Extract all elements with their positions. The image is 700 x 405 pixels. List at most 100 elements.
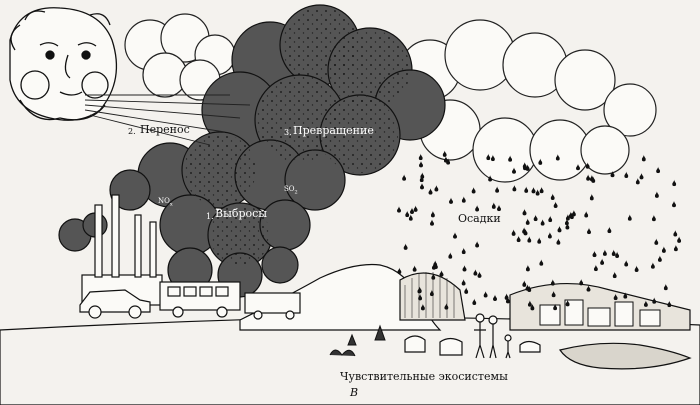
- rain-drop: [553, 201, 558, 209]
- rain-drop: [419, 160, 423, 168]
- rain-drop: [495, 186, 500, 193]
- rain-drop: [615, 251, 620, 259]
- rain-drop: [405, 210, 410, 218]
- rain-drop: [571, 209, 576, 217]
- rain-drop: [611, 249, 616, 257]
- rain-drop: [589, 193, 594, 201]
- rain-drop: [661, 246, 666, 253]
- rain-drop: [428, 187, 433, 195]
- rain-drop: [420, 182, 424, 190]
- rain-drop: [512, 184, 517, 192]
- rain-drop: [524, 186, 529, 193]
- rain-drop: [413, 205, 418, 212]
- rain-drop: [473, 268, 478, 276]
- rain-drop: [627, 214, 632, 221]
- rain-drop: [453, 231, 457, 239]
- rain-drop: [550, 193, 555, 201]
- bus: [159, 281, 241, 318]
- rain-drop: [464, 287, 469, 294]
- rain-drop: [475, 204, 480, 212]
- transformation-number: 3.: [284, 128, 292, 137]
- transfer-label: Перенос: [140, 123, 190, 136]
- rain-drop: [462, 264, 467, 272]
- emissions-label: Выбросы: [215, 207, 268, 220]
- rain-drop: [497, 204, 501, 212]
- rain-drop: [673, 229, 678, 237]
- rain-drop: [461, 247, 466, 255]
- nox-label: NOx: [158, 197, 173, 208]
- rain-drop: [402, 174, 407, 181]
- wind-face: [9, 7, 118, 121]
- village: [539, 299, 661, 327]
- rain-drop: [672, 200, 676, 208]
- car: [79, 289, 151, 319]
- rain-drop: [624, 171, 629, 179]
- rain-drop: [537, 237, 542, 244]
- rain-drop: [584, 210, 589, 218]
- truck: [244, 292, 301, 320]
- emissions-number: 1.: [206, 212, 214, 221]
- rain-drop: [531, 186, 536, 194]
- rain-drop: [472, 298, 477, 306]
- rain-drop: [654, 191, 659, 198]
- smoke-texture: [184, 7, 410, 265]
- rain-drop: [408, 214, 413, 221]
- rain-drop: [654, 238, 659, 245]
- rain-drop: [672, 179, 677, 187]
- rain-drop: [600, 258, 605, 265]
- rain-drop: [677, 236, 682, 243]
- rain-drop: [556, 238, 561, 245]
- rain-drop: [612, 271, 617, 279]
- plants: [329, 324, 386, 357]
- so2-label: SO2: [284, 185, 298, 196]
- rain-drop: [477, 271, 482, 278]
- rain-drop: [434, 184, 439, 192]
- rain-drop: [461, 278, 466, 286]
- rain-drop: [593, 264, 598, 272]
- rain-drop: [397, 267, 402, 275]
- rain-drop: [557, 225, 562, 233]
- rain-drop: [641, 154, 646, 162]
- transfer-number: 2.: [128, 127, 136, 136]
- rain-drop: [657, 255, 662, 262]
- rain-drop: [651, 214, 656, 222]
- rain-drop: [586, 174, 591, 181]
- rain-drop: [535, 188, 540, 196]
- rain-drop: [511, 229, 516, 236]
- rain-drop: [639, 172, 644, 180]
- rain-drop: [634, 265, 639, 273]
- rain-drop: [475, 240, 480, 248]
- people: [474, 313, 541, 359]
- figure-letter: В: [350, 386, 359, 399]
- rain-drop: [533, 214, 538, 222]
- rain-drop: [412, 265, 417, 272]
- rain-drop: [624, 259, 629, 267]
- rain-drop: [491, 202, 496, 209]
- rain-drop: [650, 262, 655, 269]
- rain-drop: [504, 293, 509, 300]
- rain-drop: [483, 290, 488, 298]
- rain-drop: [410, 207, 414, 215]
- rain-drop: [418, 153, 423, 161]
- rain-drop: [547, 231, 552, 239]
- rain-drop: [493, 294, 497, 302]
- animals: [404, 335, 463, 356]
- rain-drop: [673, 244, 678, 252]
- rain-drop: [539, 186, 544, 194]
- rain-drop: [540, 218, 545, 226]
- rain-drop: [461, 196, 466, 203]
- factory: [81, 194, 163, 306]
- rain-drop: [607, 226, 612, 234]
- rain-drop: [433, 260, 438, 267]
- rain-drop: [516, 235, 521, 243]
- rain-drop: [430, 219, 434, 226]
- sensitive-ecosystems-label: Чувствительные экосистемы: [340, 370, 508, 383]
- rain-drop: [525, 264, 530, 272]
- rain-drop: [449, 197, 453, 204]
- rain-drop: [439, 269, 444, 277]
- rain-drop: [525, 218, 530, 225]
- rain-drop: [667, 300, 672, 308]
- rain-drop: [403, 243, 408, 250]
- precipitation-label: Осадки: [458, 212, 501, 225]
- rain-drop: [522, 226, 527, 234]
